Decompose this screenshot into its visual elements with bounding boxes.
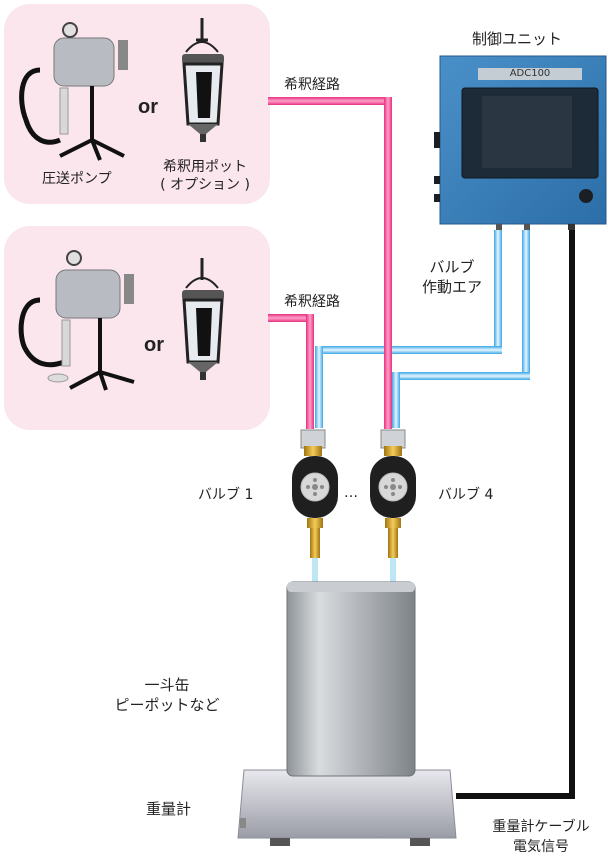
control-unit-title: 制御ユニット <box>472 30 563 48</box>
dilution-path-label-1: 希釈経路 <box>284 77 340 93</box>
valve-ellipsis: … <box>344 485 358 501</box>
pump-panel-bottom <box>4 226 270 430</box>
pump-label: 圧送ポンプ <box>42 171 112 187</box>
scale-cable <box>456 230 575 799</box>
valve-1-label: バルブ 1 <box>198 487 254 503</box>
pot-bottom <box>182 258 224 380</box>
pot-label-line2: ( オプション ) <box>160 177 250 193</box>
container-label-line1: 一斗缶 <box>144 676 190 694</box>
valve-4 <box>370 429 416 586</box>
valve-air-label-line1: バルブ <box>429 258 475 276</box>
scale-device <box>237 769 457 846</box>
cable-label-line2: 電気信号 <box>513 839 569 855</box>
dilution-line <box>268 97 392 429</box>
pump-panel-top <box>4 4 270 204</box>
air-line <box>315 230 530 428</box>
dilution-path-label-2: 希釈経路 <box>284 294 340 310</box>
valve-4-label: バルブ 4 <box>438 487 494 503</box>
valve-air-label-line2: 作動エア <box>421 278 482 296</box>
pot-label-line1: 希釈用ポット <box>163 159 247 175</box>
or-label-bottom: or <box>144 334 164 356</box>
or-label-top: or <box>138 96 158 118</box>
pump-top <box>19 22 128 161</box>
control-unit-model: ADC100 <box>509 68 551 79</box>
pump-bottom <box>18 250 135 391</box>
pot-top <box>182 18 224 142</box>
scale-label: 重量計 <box>146 800 192 818</box>
valve-1 <box>292 429 338 586</box>
cable-label-line1: 重量計ケーブル <box>492 819 590 835</box>
container-label-line2: ピーポットなど <box>114 696 220 714</box>
control-unit <box>434 55 607 230</box>
container-can <box>286 581 416 777</box>
